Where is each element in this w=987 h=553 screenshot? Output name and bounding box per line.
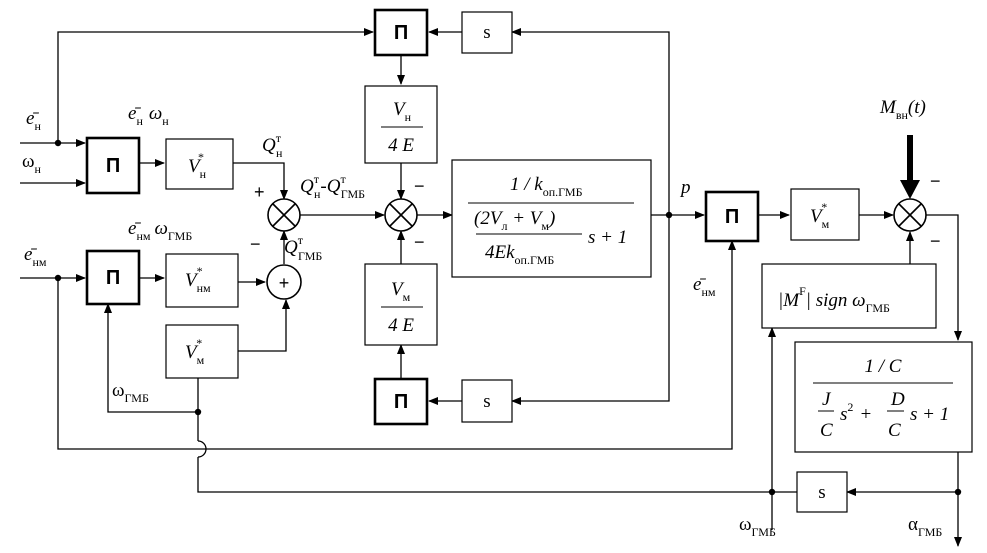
svg-text:Vн: Vн	[393, 99, 412, 124]
svg-text:+: +	[279, 273, 290, 293]
svg-text:−: −	[414, 232, 425, 252]
svg-text:Vм: Vм	[391, 279, 411, 304]
svg-text:−: −	[414, 176, 425, 196]
label-omega-gmb-left: ωГМБ	[112, 380, 149, 405]
sum-junction-3: +	[266, 264, 302, 300]
p-block-bottom: П	[373, 377, 429, 426]
gain-vm-right-block: Vм*	[790, 188, 860, 241]
svg-text:4 E: 4 E	[388, 135, 414, 156]
svg-text:4Ekоп.ГМБ: 4Ekоп.ГМБ	[485, 242, 554, 267]
svg-text:1 / C: 1 / C	[865, 356, 902, 377]
gain-vm-block: Vм*	[165, 324, 239, 379]
friction-block: |MF| sign ωГМБ	[761, 263, 937, 329]
svg-text:s: s	[818, 482, 825, 503]
svg-text:J: J	[822, 389, 832, 410]
label-p: p	[679, 177, 691, 198]
svg-text:s: s	[483, 391, 490, 412]
gain-vn-block: Vн*	[165, 138, 234, 190]
svg-text:−: −	[250, 234, 261, 254]
svg-text:4 E: 4 E	[388, 315, 414, 336]
label-alpha-gmb: αГМБ	[908, 514, 942, 539]
label-e-n: е̄н	[26, 108, 41, 133]
svg-text:−: −	[930, 171, 941, 191]
svg-text:Vн*: Vн*	[188, 150, 207, 181]
svg-text:П: П	[394, 22, 408, 44]
svg-text:s: s	[483, 22, 490, 43]
svg-text:s2+: s2+	[840, 400, 872, 425]
p-block-n: П	[85, 136, 141, 195]
label-omega-gmb-bottom: ωГМБ	[739, 514, 776, 539]
svg-text:Vм*: Vм*	[810, 200, 830, 231]
mechanical-transfer-block: 1 / C J C s2+ D C s + 1	[794, 341, 973, 453]
svg-text:П: П	[394, 391, 408, 413]
label-e-nm: е̄нм	[24, 244, 47, 269]
sum-junction-4	[893, 198, 927, 232]
svg-text:+: +	[254, 182, 265, 202]
svg-text:C: C	[888, 420, 901, 441]
junction-dots	[54, 139, 962, 496]
s-block-bottom: s	[461, 379, 513, 423]
svg-text:П: П	[106, 155, 120, 177]
sum-junction-2	[384, 198, 418, 232]
svg-text:Vнм*: Vнм*	[185, 264, 211, 295]
svg-text:Vм*: Vм*	[185, 336, 205, 367]
sum-junction-1	[267, 198, 301, 232]
flow-transfer-block: 1 / kоп.ГМБ (2Vл + Vм) 4Ekоп.ГМБ s + 1	[451, 159, 652, 278]
svg-text:1 / kоп.ГМБ: 1 / kоп.ГМБ	[510, 174, 583, 199]
svg-text:|MF| sign ωГМБ: |MF| sign ωГМБ	[778, 284, 890, 315]
junction-signs: + − − − − −	[250, 171, 941, 254]
s-block-right: s	[796, 471, 848, 513]
p-block-right: П	[704, 190, 760, 243]
p-block-nm: П	[85, 249, 141, 306]
signal-wires	[20, 28, 962, 547]
svg-text:(2Vл + Vм): (2Vл + Vм)	[474, 208, 555, 233]
vm-over-4e-block: Vм 4 E	[364, 263, 438, 346]
svg-text:П: П	[106, 267, 120, 289]
svg-text:П: П	[725, 206, 739, 228]
label-m-vn: Mвн(t)	[879, 97, 926, 122]
p-block-top: П	[373, 8, 429, 57]
svg-text:D: D	[890, 389, 905, 410]
svg-text:s + 1: s + 1	[910, 404, 949, 425]
svg-text:s + 1: s + 1	[588, 227, 627, 248]
s-block-top: s	[461, 11, 513, 54]
gain-vnm-block: Vнм*	[165, 253, 239, 308]
label-omega-n: ωн	[22, 151, 42, 176]
label-e-nm-right: е̄нм	[693, 274, 716, 299]
vn-over-4e-block: Vн 4 E	[364, 85, 438, 164]
svg-text:−: −	[930, 231, 941, 251]
svg-text:C: C	[820, 420, 833, 441]
